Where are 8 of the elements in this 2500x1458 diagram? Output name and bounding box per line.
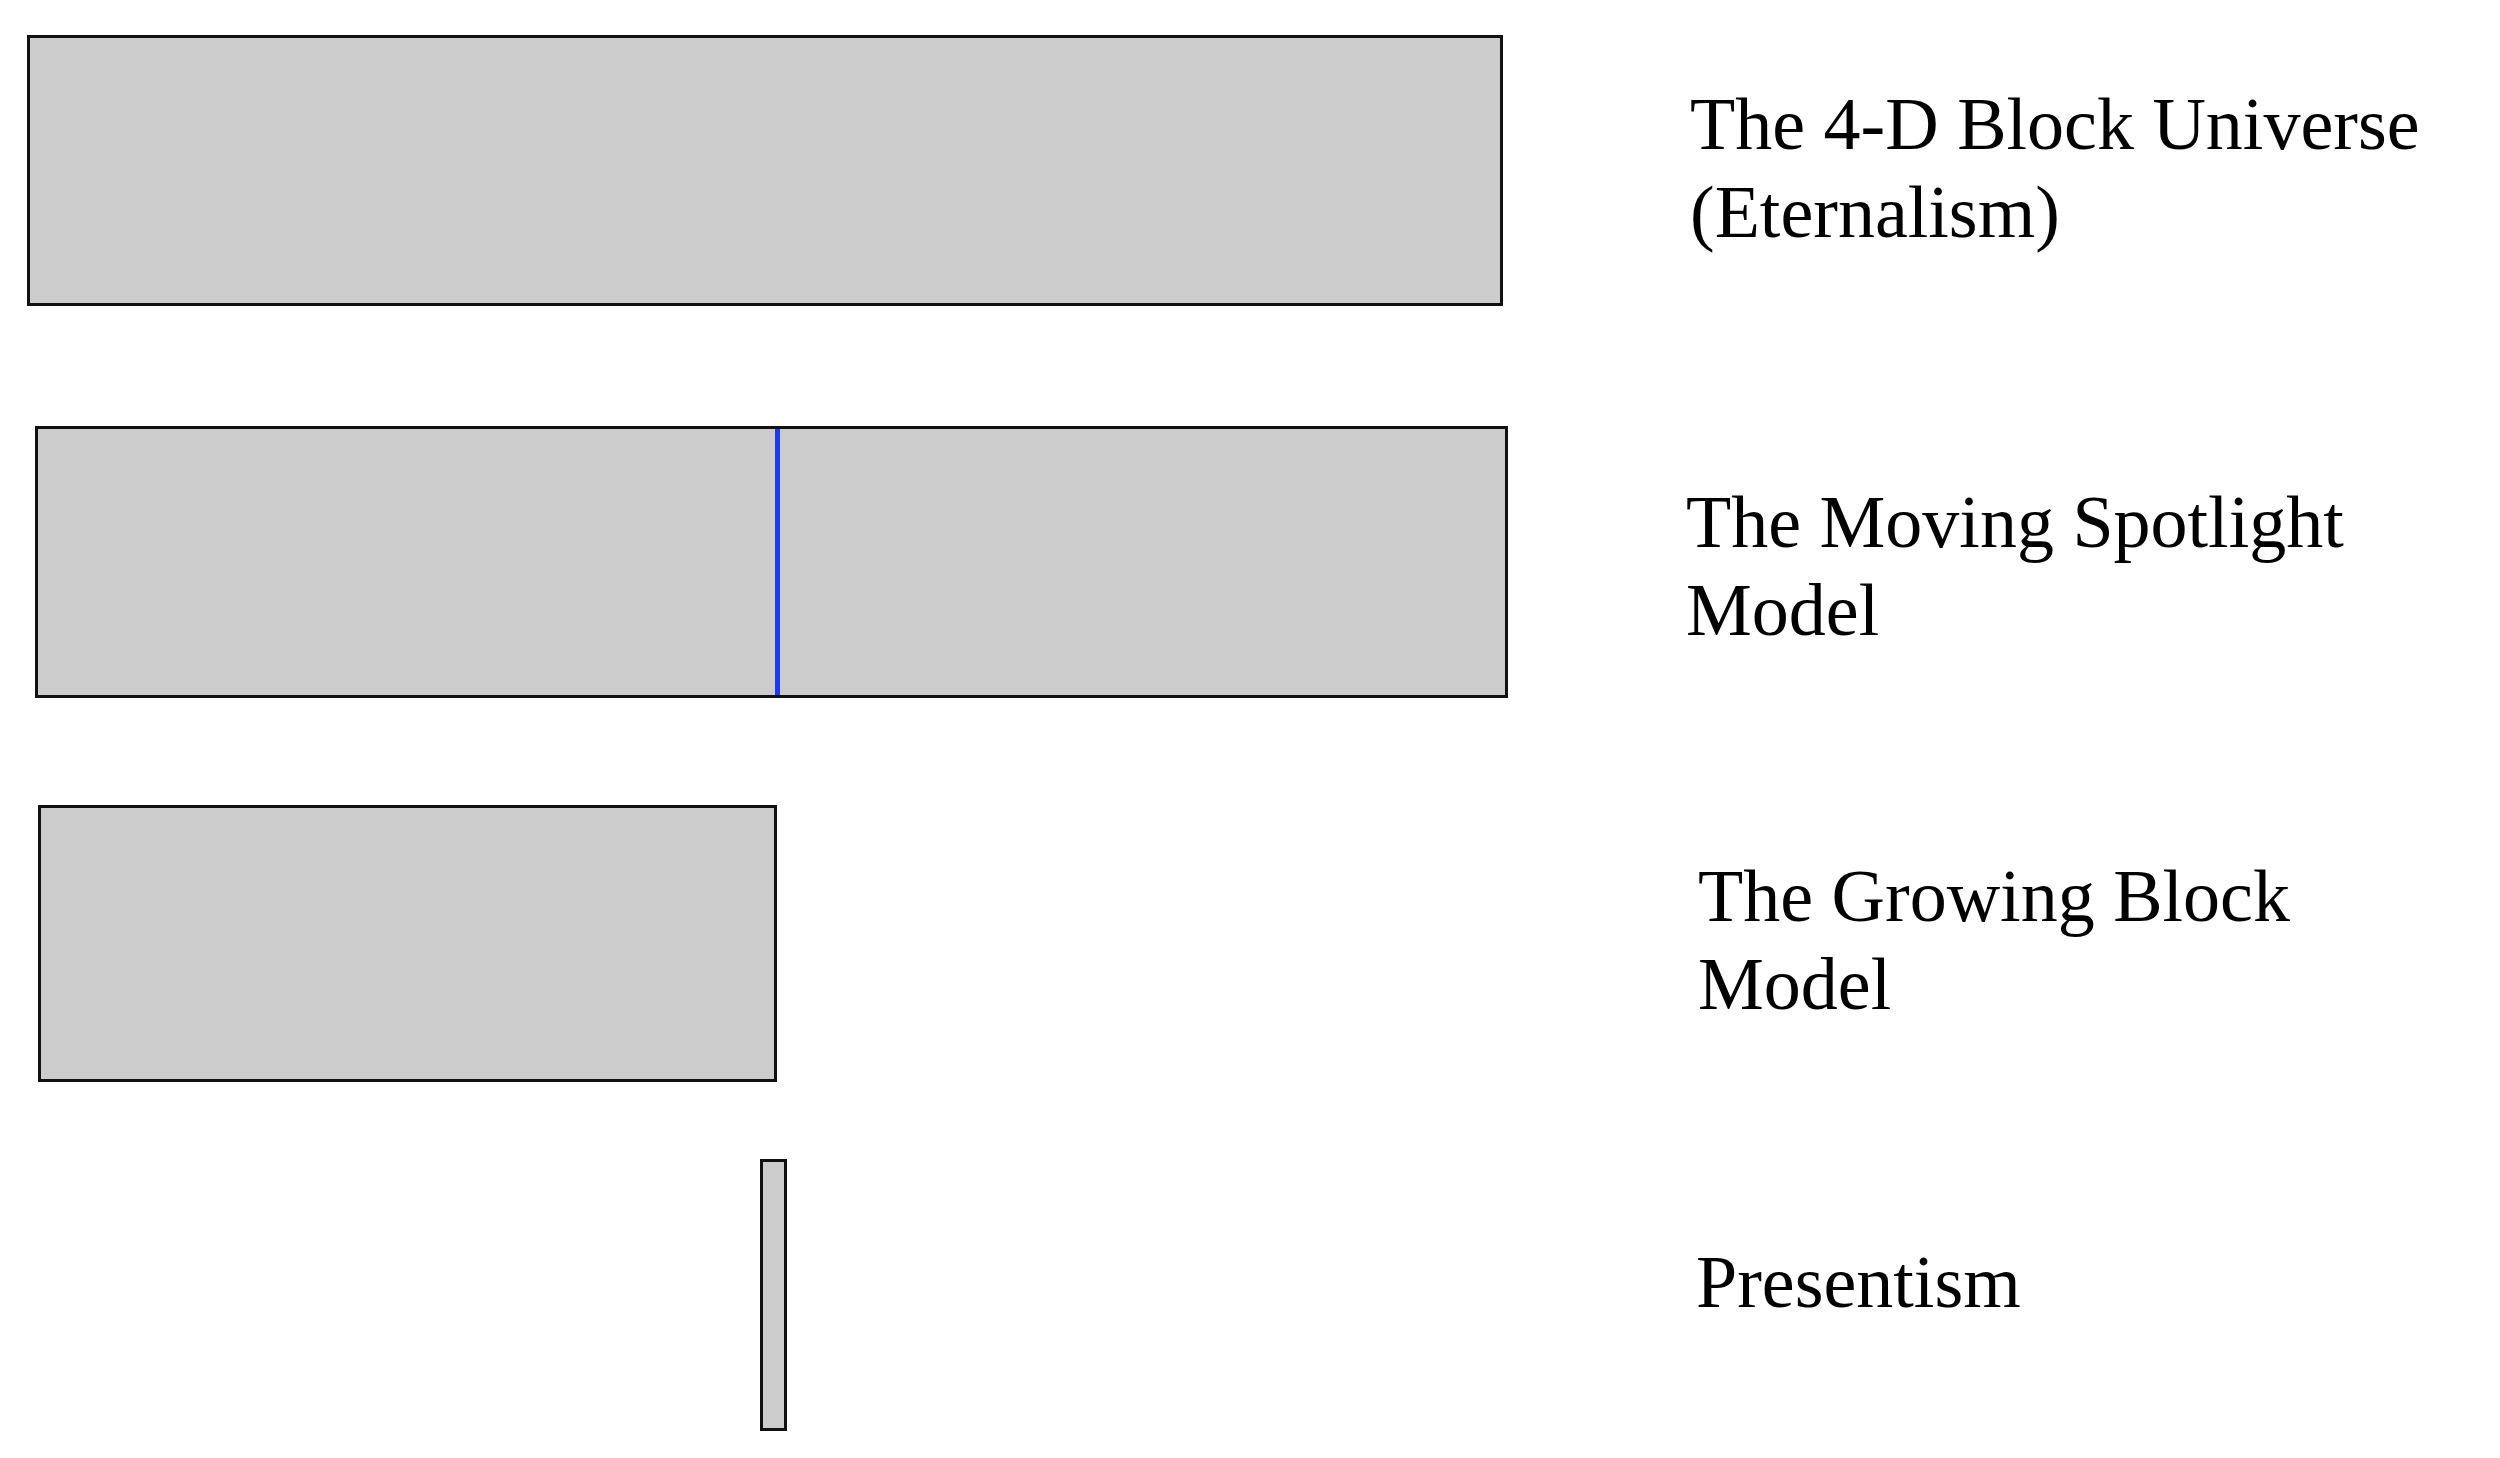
time-bar	[35, 426, 1508, 698]
model-label: The 4-D Block Universe (Eternalism)	[1690, 82, 2421, 255]
time-bar	[27, 35, 1503, 306]
model-label: Presentism	[1696, 1240, 2022, 1325]
time-bar	[760, 1159, 787, 1431]
time-bar	[38, 805, 777, 1082]
model-label: The Moving Spotlight Model	[1686, 480, 2345, 653]
model-label: The Growing Block Model	[1698, 854, 2291, 1027]
